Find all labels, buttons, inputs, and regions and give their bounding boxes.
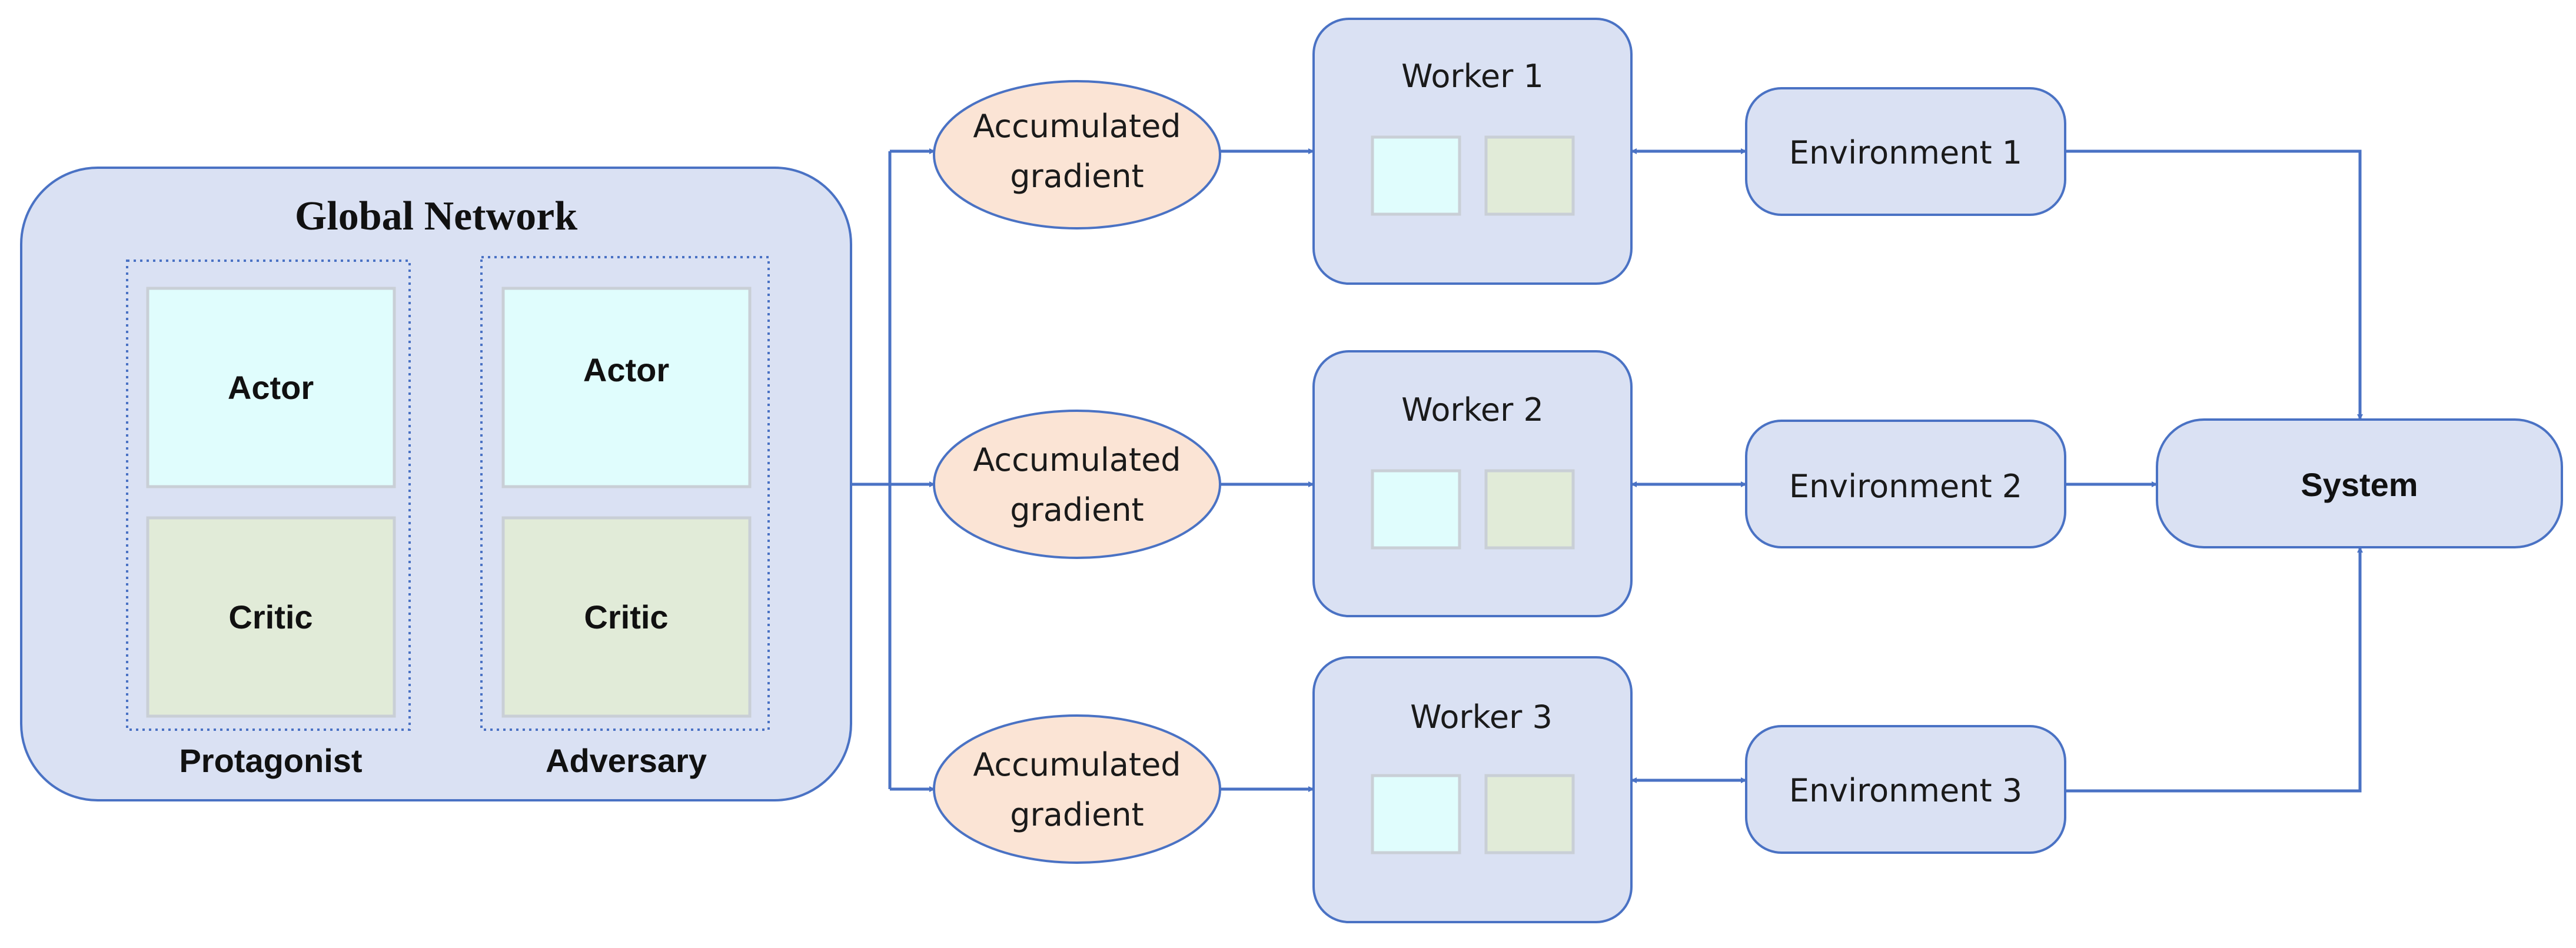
environment-2-label: Environment 2 (1789, 468, 2022, 505)
adversary-group: Actor Critic Adversary (480, 256, 770, 779)
gradient-2-line2: gradient (1010, 491, 1144, 528)
system-group: System (2156, 418, 2563, 548)
adversary-critic-box (501, 516, 752, 718)
protagonist-group: Actor Critic Protagonist (126, 260, 411, 779)
adversary-actor-box (501, 287, 752, 488)
arrow-environment-3-to-system (2065, 547, 2363, 793)
system-label: System (2301, 466, 2418, 503)
global-network-title: Global Network (295, 194, 577, 239)
row-1: Accumulated gradient Worker 1 Environmen… (933, 18, 2363, 420)
global-to-gradient-connectors (851, 148, 935, 792)
adversary-actor-label: Actor (583, 351, 669, 388)
worker-1-actor-box (1371, 135, 1461, 216)
environment-3-label: Environment 3 (1789, 772, 2022, 809)
adversary-dotted-frame (480, 256, 770, 731)
worker-2-label: Worker 2 (1401, 391, 1544, 428)
environment-1-label: Environment 1 (1789, 134, 2022, 171)
gradient-2-line1: Accumulated (973, 441, 1181, 478)
global-network: Global Network Actor Critic Protagonist … (20, 167, 852, 801)
row-2: Accumulated gradient Worker 2 Environmen… (933, 350, 2158, 617)
accumulated-gradient-2 (933, 410, 1221, 559)
arrow-environment-1-to-system (2065, 149, 2363, 420)
worker-1-label: Worker 1 (1401, 58, 1544, 95)
protagonist-critic-box (146, 516, 396, 718)
protagonist-label: Protagonist (179, 742, 362, 779)
protagonist-critic-label: Critic (228, 598, 313, 636)
worker-3-actor-box (1371, 774, 1461, 854)
gradient-3-line1: Accumulated (973, 746, 1181, 783)
row-3: Accumulated gradient Worker 3 Environmen… (933, 547, 2363, 923)
protagonist-actor-box (146, 287, 396, 488)
adversary-label: Adversary (546, 742, 707, 779)
worker-1-critic-box (1484, 135, 1575, 216)
worker-3-label: Worker 3 (1410, 698, 1553, 736)
worker-2-critic-box (1484, 469, 1575, 550)
worker-2-actor-box (1371, 469, 1461, 550)
system-box (2156, 418, 2563, 548)
worker-3-critic-box (1484, 774, 1575, 854)
accumulated-gradient-3 (933, 714, 1221, 864)
adversary-critic-label: Critic (584, 598, 668, 636)
gradient-3-line2: gradient (1010, 796, 1144, 833)
accumulated-gradient-1 (933, 80, 1221, 229)
gradient-1-line2: gradient (1010, 158, 1144, 195)
protagonist-actor-label: Actor (228, 369, 314, 406)
gradient-1-line1: Accumulated (973, 108, 1181, 145)
worker-3-box (1312, 656, 1633, 923)
